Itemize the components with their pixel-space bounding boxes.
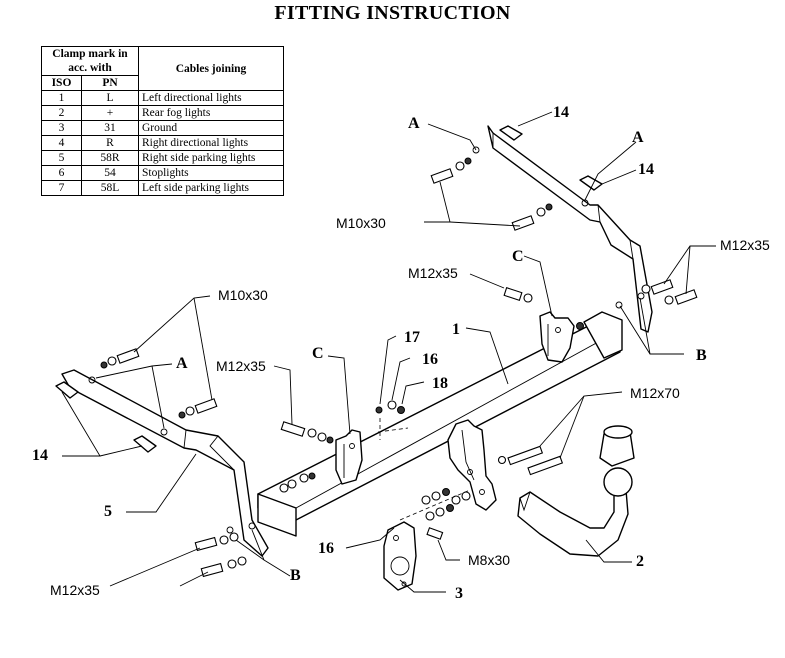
header-clamp-mark: Clamp mark in acc. with: [41, 46, 139, 76]
callout-labels: A 14 A 14 M10x30 M12x35 C M12x35 B M10x3…: [32, 104, 770, 602]
clamp-mark-table: Clamp mark in acc. with Cables joining I…: [41, 46, 284, 196]
label-m12x35-bottom-left: M12x35: [50, 582, 100, 598]
bracket-c-upper: [539, 311, 584, 363]
table-row: 2 + Rear fog lights: [41, 105, 284, 121]
table-row: 3 31 Ground: [41, 120, 284, 136]
label-2: 2: [636, 553, 644, 570]
clip-14-top: [499, 125, 603, 191]
bolt-m10x30-left: [100, 348, 218, 419]
page-title: FITTING INSTRUCTION: [274, 2, 511, 24]
bolt-m12x35-top-right: [641, 279, 698, 305]
socket-plate: [383, 521, 444, 591]
label-m12x35-top-right: M12x35: [720, 237, 770, 253]
label-3: 3: [455, 585, 463, 602]
cell-pn: 58R: [81, 150, 139, 166]
bolt-m12x35-bottom-left: [194, 532, 247, 578]
label-c-lower: C: [312, 345, 324, 362]
bolt-m12x35-center: [280, 421, 334, 444]
label-m12x35-center: M12x35: [216, 358, 266, 374]
label-14-left: 14: [32, 447, 48, 464]
left-side-bracket: [61, 369, 269, 557]
label-m10x30-left: M10x30: [218, 287, 268, 303]
crossbar-washers: [279, 472, 316, 493]
bolt-m12x70: [497, 445, 564, 476]
table-row: 7 58L Left side parking lights: [41, 180, 284, 196]
label-14-top-2: 14: [638, 161, 654, 178]
header-pn: PN: [81, 75, 139, 91]
bolt-m12x35-center-top: [503, 287, 533, 303]
label-16-upper: 16: [422, 351, 438, 368]
label-a-left: A: [176, 355, 188, 372]
label-b-left: B: [290, 567, 301, 584]
label-m8x30: M8x30: [468, 552, 510, 568]
label-16-lower: 16: [318, 540, 334, 557]
bolt-group-towball: [399, 488, 471, 521]
label-b-right: B: [696, 347, 707, 364]
cell-cable: Right side parking lights: [138, 150, 284, 166]
table-row: 5 58R Right side parking lights: [41, 150, 284, 166]
bracket-c-lower: [335, 429, 363, 485]
leader-lines: [61, 111, 716, 593]
towball-mounting-plate: [447, 419, 497, 511]
towball-neck: [517, 425, 635, 557]
cell-cable: Left side parking lights: [138, 180, 284, 196]
label-a-top-left: A: [408, 115, 420, 132]
label-m12x70: M12x70: [630, 385, 680, 401]
label-17: 17: [404, 329, 420, 346]
label-18: 18: [432, 375, 448, 392]
label-m12x35-center-top: M12x35: [408, 265, 458, 281]
clip-14-left: [55, 381, 157, 453]
label-1: 1: [452, 321, 460, 338]
table-subheader-row: ISO PN: [41, 75, 284, 91]
table-row: 4 R Right directional lights: [41, 135, 284, 151]
label-m10x30-top: M10x30: [336, 215, 386, 231]
label-a-top-right: A: [632, 129, 644, 146]
bolt-m10x30-top: [430, 157, 553, 231]
label-c-upper: C: [512, 248, 524, 265]
label-5: 5: [104, 503, 112, 520]
label-14-top-1: 14: [553, 104, 569, 121]
small-parts-16-17-18: [375, 400, 409, 440]
right-side-bracket: [472, 125, 653, 333]
